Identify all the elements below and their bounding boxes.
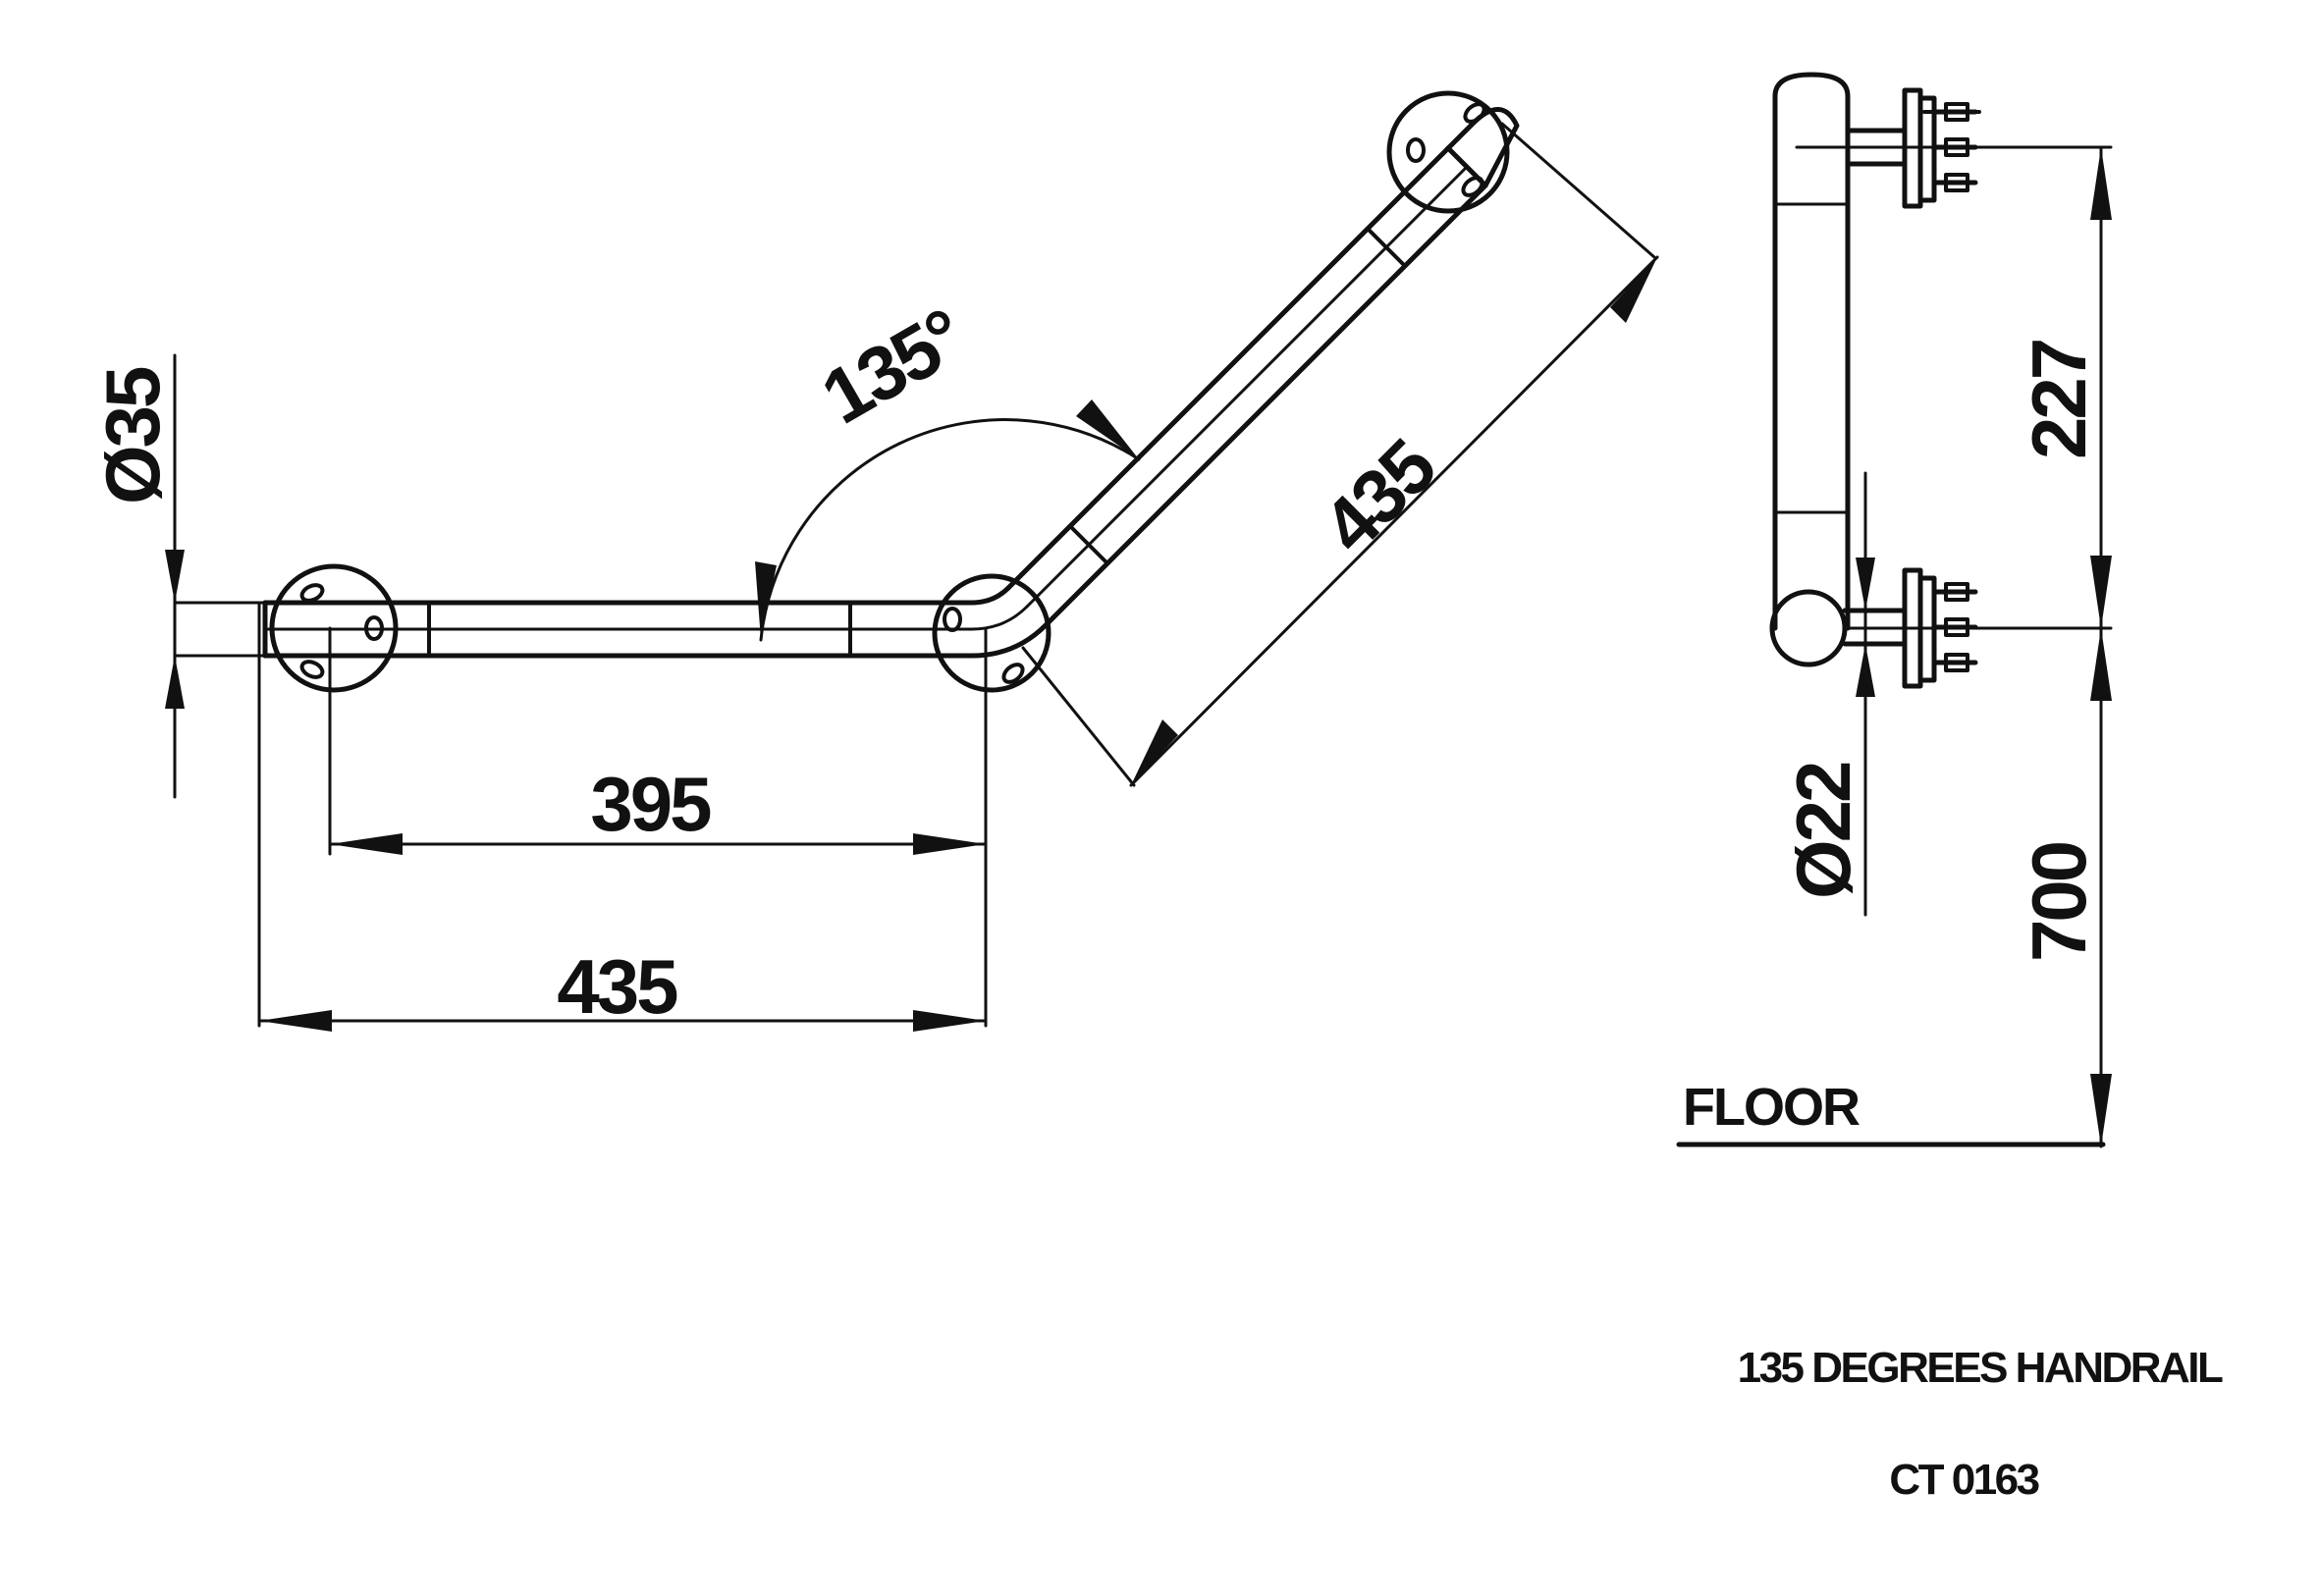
front-view: Ø35 395 435 135° — [89, 90, 1659, 1032]
rail-end-tip — [1445, 107, 1520, 188]
dim-inner-length — [328, 626, 988, 1028]
product-code: CT 0163 — [1889, 1456, 2038, 1504]
dim-diameter-rail-label: Ø35 — [89, 367, 176, 505]
floor-label: FLOOR — [1683, 1078, 1860, 1137]
dim-diagonal-length-label: 435 — [1306, 423, 1452, 569]
rail-end-cap — [1445, 145, 1488, 188]
dim-diameter-rail — [165, 353, 267, 799]
dim-diameter-bracket — [1856, 471, 1875, 917]
side-tube — [1769, 72, 1851, 667]
corner-flange — [932, 573, 1052, 693]
dim-angle-label: 135° — [808, 293, 978, 441]
dim-inner-length-label: 395 — [590, 761, 711, 847]
dim-overall-length — [257, 601, 988, 1032]
rail-bend — [969, 585, 1049, 659]
dim-vertical — [1795, 145, 2113, 1148]
dim-height-from-floor-label: 700 — [2016, 842, 2102, 962]
diagonal-rail — [1005, 145, 1488, 628]
drawing-title: 135 DEGREES HANDRAIL — [1738, 1344, 2223, 1392]
dim-angle — [755, 399, 1141, 642]
dim-diagonal-length — [1021, 122, 1659, 787]
dim-vertical-spacing-label: 227 — [2016, 341, 2102, 459]
dim-diameter-bracket-label: Ø22 — [1780, 763, 1866, 899]
dim-overall-length-label: 435 — [557, 943, 677, 1030]
side-view: 227 700 Ø22 FLOOR — [1676, 72, 2113, 1148]
horizontal-rail — [262, 600, 975, 659]
